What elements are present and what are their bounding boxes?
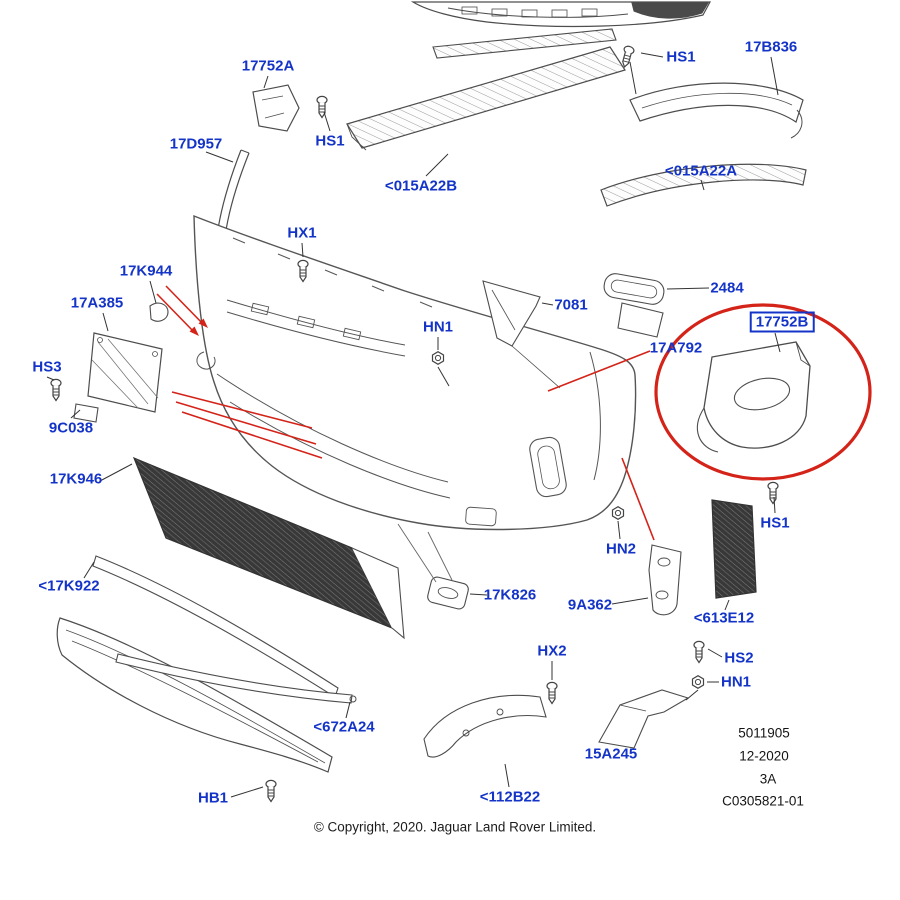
top-grille-drawing (410, 1, 712, 28)
part-label-15a245[interactable]: 15A245 (584, 745, 638, 763)
part-label-17k944[interactable]: 17K944 (119, 262, 173, 280)
hx2-screw-icon (546, 681, 558, 705)
hb1-screw-icon (265, 779, 277, 803)
hs2-screw-icon (693, 640, 705, 664)
hs1-screw-icon (316, 95, 328, 119)
bracket-7081-drawing (482, 280, 561, 389)
side-bar-015a22a-drawing (600, 163, 807, 207)
hs3-screw-icon (50, 378, 62, 402)
part-label-7081[interactable]: 7081 (554, 296, 588, 314)
copyright-text: © Copyright, 2020. Jaguar Land Rover Lim… (313, 819, 597, 835)
part-label-672a24[interactable]: <672A24 (313, 718, 375, 736)
part-label-17d957[interactable]: 17D957 (169, 135, 223, 153)
part-label-613e12[interactable]: <613E12 (693, 609, 755, 627)
red-leader-lines (156, 285, 655, 541)
upper-strip-drawing (432, 28, 617, 59)
hs1-right-screw-icon (767, 481, 779, 505)
part-label-015a22b[interactable]: <015A22B (384, 177, 458, 195)
vent-613e12-drawing (711, 499, 757, 599)
liner-112b22-drawing (423, 694, 547, 758)
ref-revision: 3A (759, 771, 777, 787)
hn1-lower-nut-icon (691, 675, 705, 689)
fastener-label-hx1[interactable]: HX1 (287, 224, 317, 242)
fastener-label-hn2[interactable]: HN2 (605, 540, 637, 558)
bracket-17k826-drawing (397, 523, 469, 610)
impact-bar-015a22b-drawing (346, 46, 626, 151)
part-label-9a362[interactable]: 9A362 (567, 596, 613, 614)
part-label-17b836[interactable]: 17B836 (744, 38, 798, 56)
fastener-label-hs2[interactable]: HS2 (724, 649, 754, 667)
fastener-label-hs1-left[interactable]: HS1 (315, 132, 345, 150)
bracket-9c038-drawing (73, 403, 99, 423)
grille-17k946-drawing (132, 456, 405, 640)
part-label-17a385[interactable]: 17A385 (70, 294, 124, 312)
side-rail-17b836-drawing (629, 82, 804, 139)
ref-part-number: 5011905 (738, 725, 790, 741)
fastener-label-hs1-right[interactable]: HS1 (760, 514, 790, 532)
bracket-17752a-drawing (252, 84, 300, 132)
bracket-17752b-drawing (696, 341, 811, 453)
fastener-label-hs1-top[interactable]: HS1 (666, 48, 696, 66)
part-label-17k826[interactable]: 17K826 (483, 586, 537, 604)
fastener-label-hs3[interactable]: HS3 (32, 358, 62, 376)
leader-lines (46, 52, 781, 798)
plate-17a792-drawing (617, 302, 664, 338)
plate-2484-drawing (603, 273, 665, 305)
ref-date: 12-2020 (739, 748, 789, 764)
strip-672a24-drawing (115, 653, 357, 704)
bracket-9a362-drawing (648, 544, 682, 616)
part-label-17752b-selected[interactable]: 17752B (749, 311, 815, 333)
part-label-112b22[interactable]: <112B22 (479, 788, 541, 806)
part-label-17k946[interactable]: 17K946 (49, 470, 103, 488)
part-label-17k922[interactable]: <17K922 (38, 577, 100, 595)
fastener-label-hb1[interactable]: HB1 (197, 789, 229, 807)
hn2-nut-icon (611, 506, 625, 520)
clip-17k944-drawing (149, 302, 169, 322)
ref-drawing-number: C0305821-01 (722, 793, 804, 809)
part-label-9c038[interactable]: 9C038 (48, 419, 94, 437)
plate-17a385-drawing (87, 332, 163, 413)
selection-highlight-circle (654, 303, 872, 481)
bracket-15a245-drawing (598, 689, 690, 749)
fastener-label-hn1-lower[interactable]: HN1 (720, 673, 752, 691)
part-label-2484[interactable]: 2484 (710, 279, 744, 297)
part-label-17a792[interactable]: 17A792 (649, 339, 703, 357)
fastener-label-hx2[interactable]: HX2 (537, 642, 567, 660)
part-label-015a22a[interactable]: <015A22A (664, 162, 738, 180)
part-label-17752a[interactable]: 17752A (241, 57, 295, 75)
bumper-cover-drawing (193, 214, 637, 531)
fastener-label-hn1-center[interactable]: HN1 (422, 318, 454, 336)
hn1-nut-icon (431, 351, 445, 365)
